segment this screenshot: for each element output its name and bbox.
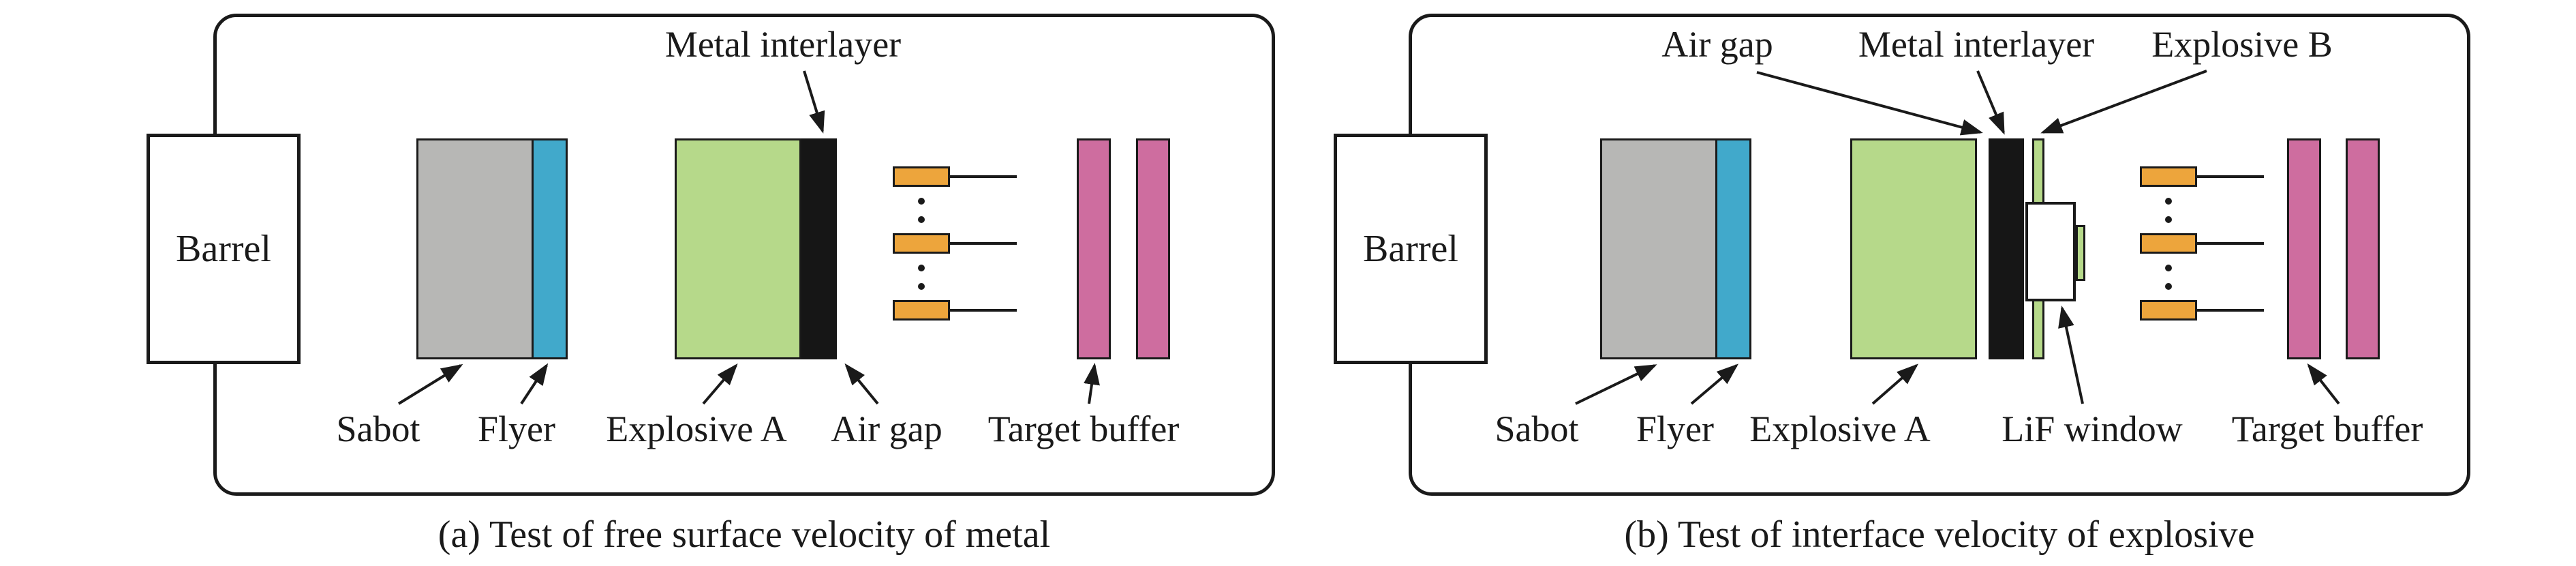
flyer-block-a [532, 138, 568, 359]
caption-a: (a) Test of free surface velocity of met… [438, 513, 1051, 556]
probe-pin-icon [2140, 300, 2197, 321]
label-metal-interlayer-b: Metal interlayer [1858, 24, 2095, 65]
label-air-gap-b: Air gap [1661, 24, 1773, 65]
label-air-gap-a: Air gap [831, 408, 942, 449]
ellipsis-dot [918, 283, 925, 290]
probe-pin-icon [2140, 233, 2197, 254]
probe-lead-line [2196, 309, 2264, 312]
target-buffer-block-a-2 [1136, 138, 1170, 359]
barrel-box-b: Barrel [1334, 134, 1488, 364]
probe-lead-line [2196, 175, 2264, 178]
ellipsis-dot [918, 265, 925, 271]
label-flyer-b: Flyer [1636, 408, 1714, 449]
flyer-block-b [1715, 138, 1751, 359]
label-target-buffer-a: Target buffer [987, 408, 1180, 449]
barrel-box-a: Barrel [147, 134, 301, 364]
ellipsis-dot [2165, 265, 2172, 271]
label-metal-interlayer-a: Metal interlayer [664, 24, 902, 65]
label-target-buffer-b: Target buffer [2231, 408, 2423, 449]
probe-pin-icon [2140, 166, 2197, 187]
explosive-a-block-b [1850, 138, 1977, 359]
metal-interlayer-block-b [1989, 138, 2024, 359]
explosive-b-sliver [2076, 225, 2085, 281]
probe-pin-icon [893, 166, 950, 187]
barrel-label-a: Barrel [176, 228, 271, 270]
lif-window-block [2025, 202, 2076, 301]
ellipsis-dot [918, 198, 925, 205]
probe-lead-line [949, 242, 1017, 245]
sabot-block-a [416, 138, 534, 359]
target-buffer-block-b-2 [2346, 138, 2380, 359]
metal-interlayer-block-a [801, 138, 837, 359]
label-explosive-b-b: Explosive B [2151, 24, 2333, 65]
label-sabot-b: Sabot [1494, 408, 1579, 449]
explosive-a-block-a [675, 138, 801, 359]
ellipsis-dot [2165, 216, 2172, 223]
probe-lead-line [949, 175, 1017, 178]
label-flyer-a: Flyer [478, 408, 555, 449]
sabot-block-b [1600, 138, 1717, 359]
probe-pin-icon [893, 300, 950, 321]
probe-pin-icon [893, 233, 950, 254]
ellipsis-dot [2165, 283, 2172, 290]
caption-b: (b) Test of interface velocity of explos… [1624, 513, 2255, 556]
barrel-label-b: Barrel [1363, 228, 1458, 270]
ellipsis-dot [918, 216, 925, 223]
probe-lead-line [949, 309, 1017, 312]
label-sabot-a: Sabot [336, 408, 420, 449]
target-buffer-block-b-1 [2287, 138, 2321, 359]
ellipsis-dot [2165, 198, 2172, 205]
label-lif-window-b: LiF window [2002, 408, 2183, 449]
target-buffer-block-a-1 [1077, 138, 1111, 359]
label-explosive-a-a: Explosive A [606, 408, 787, 449]
probe-lead-line [2196, 242, 2264, 245]
label-explosive-a-b: Explosive A [1749, 408, 1931, 449]
